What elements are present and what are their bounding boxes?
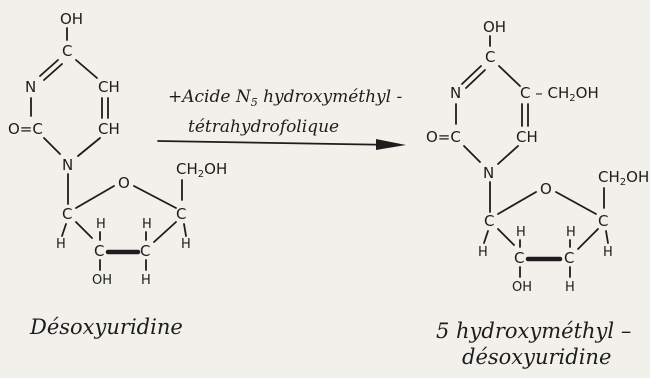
ch2oh-oh: OH <box>204 160 227 178</box>
reagent-subscript: 5 <box>251 96 258 109</box>
ch2oh-oh: OH <box>626 168 649 186</box>
reagent-hydroxymethyl: hydroxyméthyl - <box>258 87 403 107</box>
atom-c1: C <box>62 205 72 223</box>
hydroxymethyl-desoxyuridine-structure: OH C N C – CH2OH O=C CH N C O C CH2OH H … <box>426 18 649 295</box>
atom-n-bottom: N <box>483 164 494 182</box>
atom-n-bottom: N <box>62 156 73 174</box>
desoxyuridine-structure: OH C N CH O=C CH N C O C CH2OH H H C <box>8 10 227 288</box>
bond <box>497 228 515 246</box>
atom-ch2oh-right: CH2OH <box>598 168 649 188</box>
atom-h: H <box>478 245 488 260</box>
ch2oh-sub: 2 <box>620 177 626 188</box>
atom-oh-c2: OH <box>512 280 532 295</box>
bond <box>43 137 61 155</box>
atom-o-eq-c: O=C <box>8 120 43 138</box>
caption-desoxyuridine: Désoxyuridine <box>29 315 183 339</box>
atom-c5-ch2oh: C – CH2OH <box>520 84 599 104</box>
bond <box>483 230 489 244</box>
atom-h: H <box>565 280 575 295</box>
c5-sub: 2 <box>569 93 575 104</box>
bond <box>43 63 63 81</box>
bond <box>461 65 482 85</box>
atom-n-left: N <box>450 84 461 102</box>
atom-c-top: C <box>485 48 495 66</box>
atom-c1: C <box>484 212 494 230</box>
atom-oh-c2: OH <box>92 273 112 288</box>
atom-oh-top: OH <box>60 10 83 28</box>
atom-h: H <box>181 237 191 252</box>
atom-ch-upper: CH <box>98 78 120 96</box>
bond <box>605 230 609 244</box>
atom-h: H <box>603 245 613 260</box>
caption-hydroxymethyl-line-1: 5 hydroxyméthyl – <box>436 319 631 343</box>
reaction-arrow-group: +Acide N5 hydroxyméthyl - tétrahydrofoli… <box>157 87 406 150</box>
bond <box>183 223 187 237</box>
atom-h: H <box>142 217 152 232</box>
atom-c3: C <box>564 249 574 267</box>
atom-c2: C <box>94 242 104 260</box>
ch2oh-sub: 2 <box>198 169 204 180</box>
atom-c4: C <box>598 212 608 230</box>
atom-oh-top: OH <box>483 18 506 36</box>
bond <box>463 145 481 163</box>
atom-h: H <box>516 225 526 240</box>
atom-o-ring: O <box>540 180 552 198</box>
bond <box>497 145 519 165</box>
reagent-acide: +Acide N <box>168 87 252 107</box>
reagent-line-2: tétrahydrofolique <box>188 117 339 137</box>
atom-o-eq-c: O=C <box>426 128 461 146</box>
bond <box>465 69 486 89</box>
atom-o-ring: O <box>118 174 130 192</box>
atom-c4: C <box>176 205 186 223</box>
bond <box>498 65 521 87</box>
reagent-line-1: +Acide N5 hydroxyméthyl - <box>168 87 403 109</box>
ch2oh-ch: CH <box>176 160 198 178</box>
atom-h: H <box>96 217 106 232</box>
bond <box>61 223 67 237</box>
reaction-arrow-shaft <box>157 140 399 146</box>
c5-oh: OH <box>576 84 599 102</box>
atom-ch2oh-left: CH2OH <box>176 160 227 180</box>
atom-c-top: C <box>62 42 72 60</box>
atom-c3: C <box>140 242 150 260</box>
atom-c2: C <box>514 249 524 267</box>
caption-hydroxymethyl-line-2: désoxyuridine <box>462 345 611 369</box>
bond <box>77 137 101 157</box>
bond <box>497 191 537 215</box>
atom-ch-lower: CH <box>98 120 120 138</box>
bond <box>39 59 59 77</box>
atom-n-left: N <box>25 78 36 96</box>
bond <box>577 228 599 250</box>
atom-h: H <box>566 225 576 240</box>
atom-h: H <box>56 237 66 252</box>
atom-h: H <box>141 273 151 288</box>
bond <box>133 185 177 209</box>
ch2oh-ch: CH <box>598 168 620 186</box>
bond <box>75 185 115 209</box>
bond <box>555 191 597 215</box>
reaction-arrow-head <box>376 139 406 150</box>
atom-ch: CH <box>516 128 538 146</box>
bond <box>75 59 98 79</box>
bond <box>153 221 177 243</box>
bond <box>75 221 93 239</box>
c5-ch: C – CH <box>520 84 569 102</box>
